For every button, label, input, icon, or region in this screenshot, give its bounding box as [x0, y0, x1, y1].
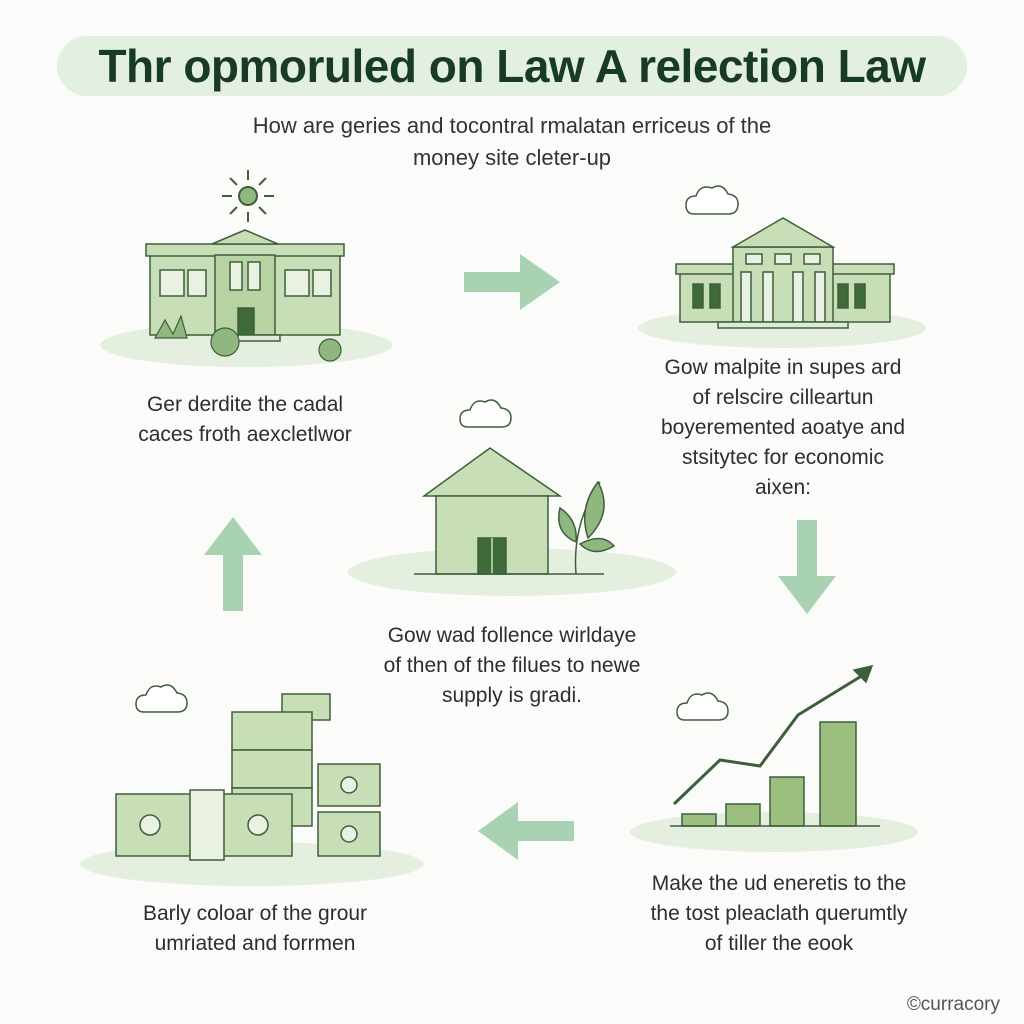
step-caption-3: Gow wad follence wirldaye of then of the…: [352, 621, 672, 711]
growth-chart-illustration: [630, 664, 918, 852]
caption-line: of then of the filues to newe: [383, 654, 641, 677]
caption-line: the tost pleaclath querumtly: [650, 902, 908, 925]
arrow-left-icon: [478, 802, 574, 860]
cloud-icon: [676, 692, 729, 721]
step-caption-5: Barly coloar of the grour umriated and f…: [100, 899, 410, 959]
caption-line: Barly coloar of the grour: [142, 902, 368, 925]
money-stack-illustration: [80, 684, 424, 886]
title-banner: Thr opmoruled on Law A relection Law: [57, 36, 967, 96]
subtitle-line: How are geries and tocontral rmalatan er…: [252, 113, 772, 138]
cloud-icon: [685, 185, 739, 215]
caption-line: umriated and forrmen: [154, 932, 356, 955]
caption-line: of relscire cilleartun: [692, 386, 874, 409]
bush-icon: [153, 314, 342, 362]
watermark: ©curracory: [906, 994, 1000, 1015]
money-stack-icon: [115, 693, 381, 861]
caption-line: stsitytec for economic: [682, 446, 884, 469]
house-illustration: [348, 399, 676, 596]
government-building-illustration: [100, 170, 392, 367]
caption-line: of tiller the eook: [704, 932, 854, 955]
caption-line: supply is gradi.: [441, 684, 583, 707]
caption-line: aixen:: [754, 476, 812, 499]
arrow-down-icon: [778, 520, 836, 614]
caption-line: Gow malpite in supes ard: [664, 356, 902, 379]
step-caption-4: Make the ud eneretis to the the tost ple…: [620, 869, 938, 959]
cloud-icon: [459, 399, 512, 428]
step-caption-2: Gow malpite in supes ard of relscire cil…: [628, 353, 938, 503]
plant-icon: [558, 480, 616, 575]
caption-line: caces froth aexcletlwor: [138, 423, 352, 446]
caption-line: Make the ud eneretis to the: [651, 872, 907, 895]
page-title: Thr opmoruled on Law A relection Law: [98, 40, 926, 92]
caption-line: boyeremented aoatye and: [660, 416, 905, 439]
bank-building-illustration: [638, 185, 926, 348]
growth-chart-icon: [670, 664, 880, 827]
sun-icon: [222, 170, 274, 222]
caption-line: Ger derdite the cadal: [146, 393, 344, 416]
page-subtitle: How are geries and tocontral rmalatan er…: [150, 110, 874, 174]
caption-line: Gow wad follence wirldaye: [387, 624, 637, 647]
subtitle-line: money site cleter-up: [412, 145, 612, 170]
arrow-right-icon: [464, 254, 560, 310]
arrow-up-icon: [204, 517, 262, 611]
step-caption-1: Ger derdite the cadal caces froth aexcle…: [105, 390, 385, 450]
cloud-icon: [135, 684, 188, 713]
